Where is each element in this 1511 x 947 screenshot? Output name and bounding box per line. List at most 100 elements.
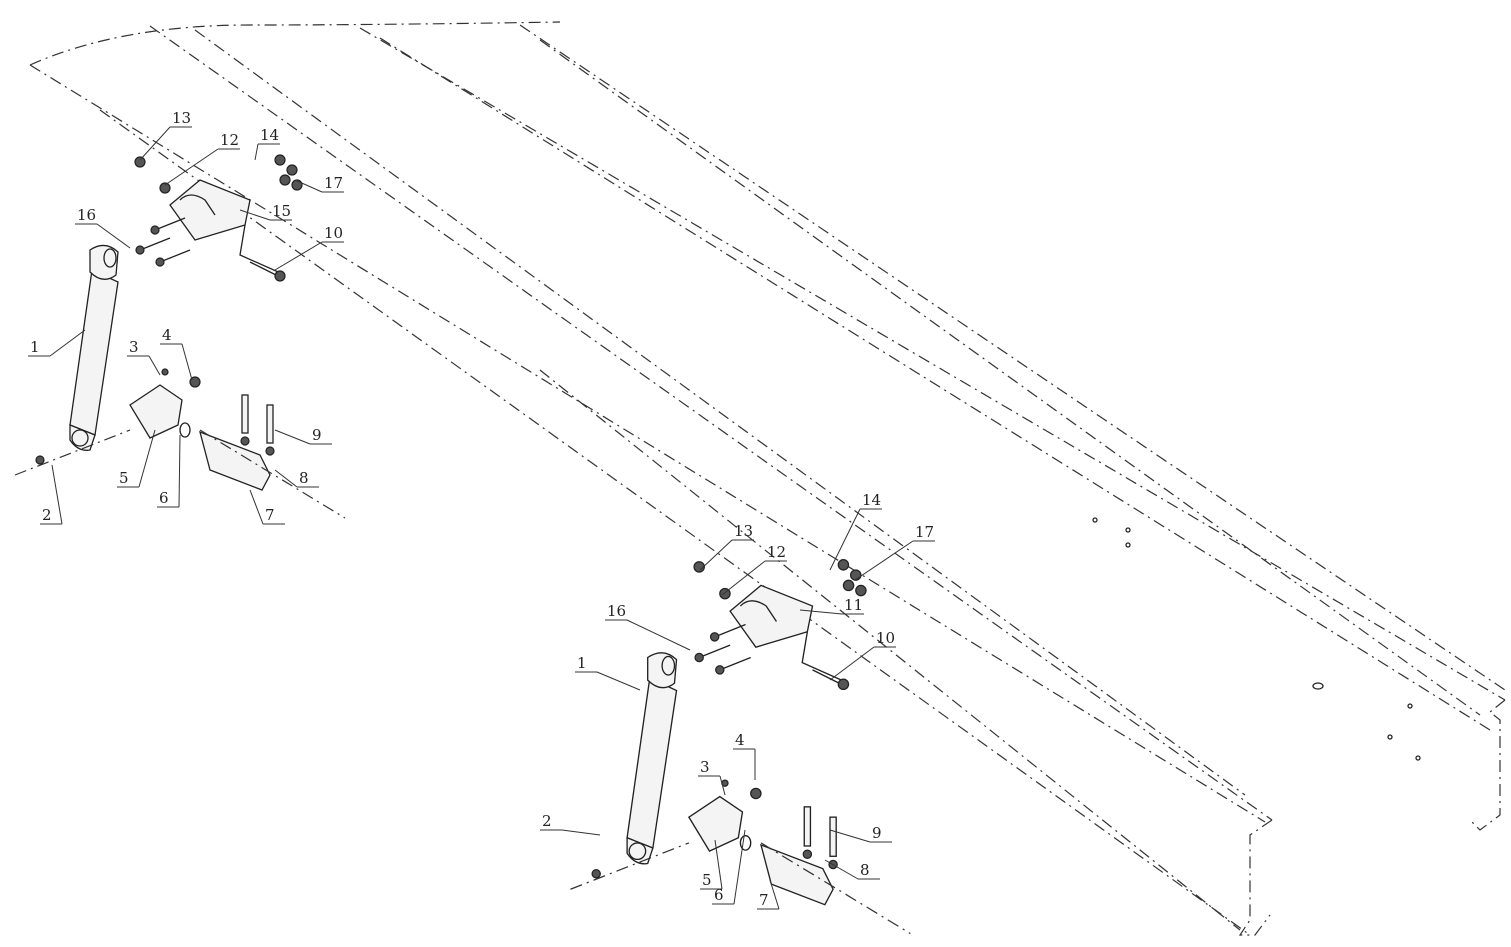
washer xyxy=(802,849,813,859)
part-number-label: 13 xyxy=(734,522,753,540)
nut xyxy=(286,164,298,176)
washer xyxy=(179,422,191,438)
callout-5: 5 xyxy=(700,839,723,890)
leader-line xyxy=(254,143,259,161)
callout-9: 9 xyxy=(829,824,892,843)
part-number-label: 4 xyxy=(162,326,172,344)
part-number-label: 2 xyxy=(42,506,52,524)
callout-8: 8 xyxy=(824,859,880,880)
parts xyxy=(570,559,911,935)
nut xyxy=(274,270,286,282)
leader-line xyxy=(719,775,726,796)
lower-clevis xyxy=(687,795,744,852)
washer xyxy=(739,835,752,851)
part-number-label: 13 xyxy=(172,109,191,127)
callout-2: 2 xyxy=(540,812,601,836)
rail-end-profile xyxy=(1469,699,1506,831)
nut xyxy=(135,245,145,255)
nut xyxy=(150,225,160,235)
callout-4: 4 xyxy=(733,731,756,780)
washer xyxy=(265,446,275,456)
callout-7: 7 xyxy=(249,489,285,525)
frame-rails xyxy=(29,21,1506,936)
bolt xyxy=(35,455,45,465)
part-number-label: 3 xyxy=(700,758,710,776)
leader-line xyxy=(178,434,181,508)
part-number-label: 2 xyxy=(542,812,552,830)
upper-bracket xyxy=(729,584,849,684)
leader-line xyxy=(699,539,733,571)
nut xyxy=(189,376,201,388)
grease-nipple xyxy=(161,368,169,376)
callout-13: 13 xyxy=(139,109,192,161)
rail-line xyxy=(99,109,1251,936)
axle-block xyxy=(760,843,834,906)
leader-line xyxy=(733,829,746,905)
nut xyxy=(855,584,867,597)
leader-line xyxy=(274,469,298,488)
leader-line xyxy=(139,126,171,161)
bolt xyxy=(698,644,731,659)
bolt xyxy=(154,217,186,231)
callout-6: 6 xyxy=(157,434,181,508)
part-number-label: 12 xyxy=(220,131,239,149)
axle-block xyxy=(199,430,271,491)
nut xyxy=(279,174,291,186)
nut xyxy=(274,154,286,166)
callout-3: 3 xyxy=(698,758,726,796)
callout-9: 9 xyxy=(274,426,332,445)
nut xyxy=(159,182,171,194)
callout-15: 15 xyxy=(239,202,292,221)
leader-line xyxy=(249,489,264,525)
nut xyxy=(750,787,762,800)
shock-absorber xyxy=(626,652,678,865)
bolt xyxy=(266,404,274,444)
leader-line xyxy=(51,464,63,525)
part-number-label: 5 xyxy=(702,871,712,889)
callout-4: 4 xyxy=(160,326,193,381)
part-number-label: 9 xyxy=(872,824,882,842)
leader-line xyxy=(561,829,601,836)
callout-17: 17 xyxy=(854,523,935,581)
leader-line xyxy=(274,429,311,445)
leader-line xyxy=(138,429,156,488)
callout-8: 8 xyxy=(274,469,319,488)
callout-10: 10 xyxy=(274,224,344,271)
part-number-label: 14 xyxy=(862,491,881,509)
part-number-label: 14 xyxy=(260,126,279,144)
nut xyxy=(693,561,705,573)
callout-14: 14 xyxy=(254,126,280,161)
part-number-label: 10 xyxy=(876,629,895,647)
nut xyxy=(715,665,725,675)
upper-bracket xyxy=(169,179,286,276)
rail-line xyxy=(539,39,1481,716)
part-number-label: 11 xyxy=(844,596,863,614)
part-number-label: 4 xyxy=(735,731,745,749)
bolt xyxy=(159,249,191,263)
leader-line xyxy=(626,619,691,651)
part-number-label: 7 xyxy=(759,891,769,909)
callout-17: 17 xyxy=(294,174,344,193)
callout-7: 7 xyxy=(757,879,780,910)
part-number-label: 10 xyxy=(324,224,343,242)
rail-line xyxy=(379,37,1491,731)
bolt xyxy=(719,656,751,671)
bolt xyxy=(714,623,746,638)
callout-10: 10 xyxy=(829,629,896,681)
leader-line xyxy=(824,859,859,880)
callout-13: 13 xyxy=(699,522,754,571)
leader-line xyxy=(96,223,131,249)
nut xyxy=(837,559,850,571)
leader-line xyxy=(239,209,271,221)
part-number-label: 17 xyxy=(324,174,343,192)
frame-top-edge xyxy=(29,21,561,66)
part-number-label: 5 xyxy=(119,469,129,487)
parts xyxy=(14,154,346,519)
callout-1: 1 xyxy=(28,329,86,357)
rail-line xyxy=(359,27,1506,701)
nut xyxy=(155,257,165,267)
leader-line xyxy=(829,646,875,681)
